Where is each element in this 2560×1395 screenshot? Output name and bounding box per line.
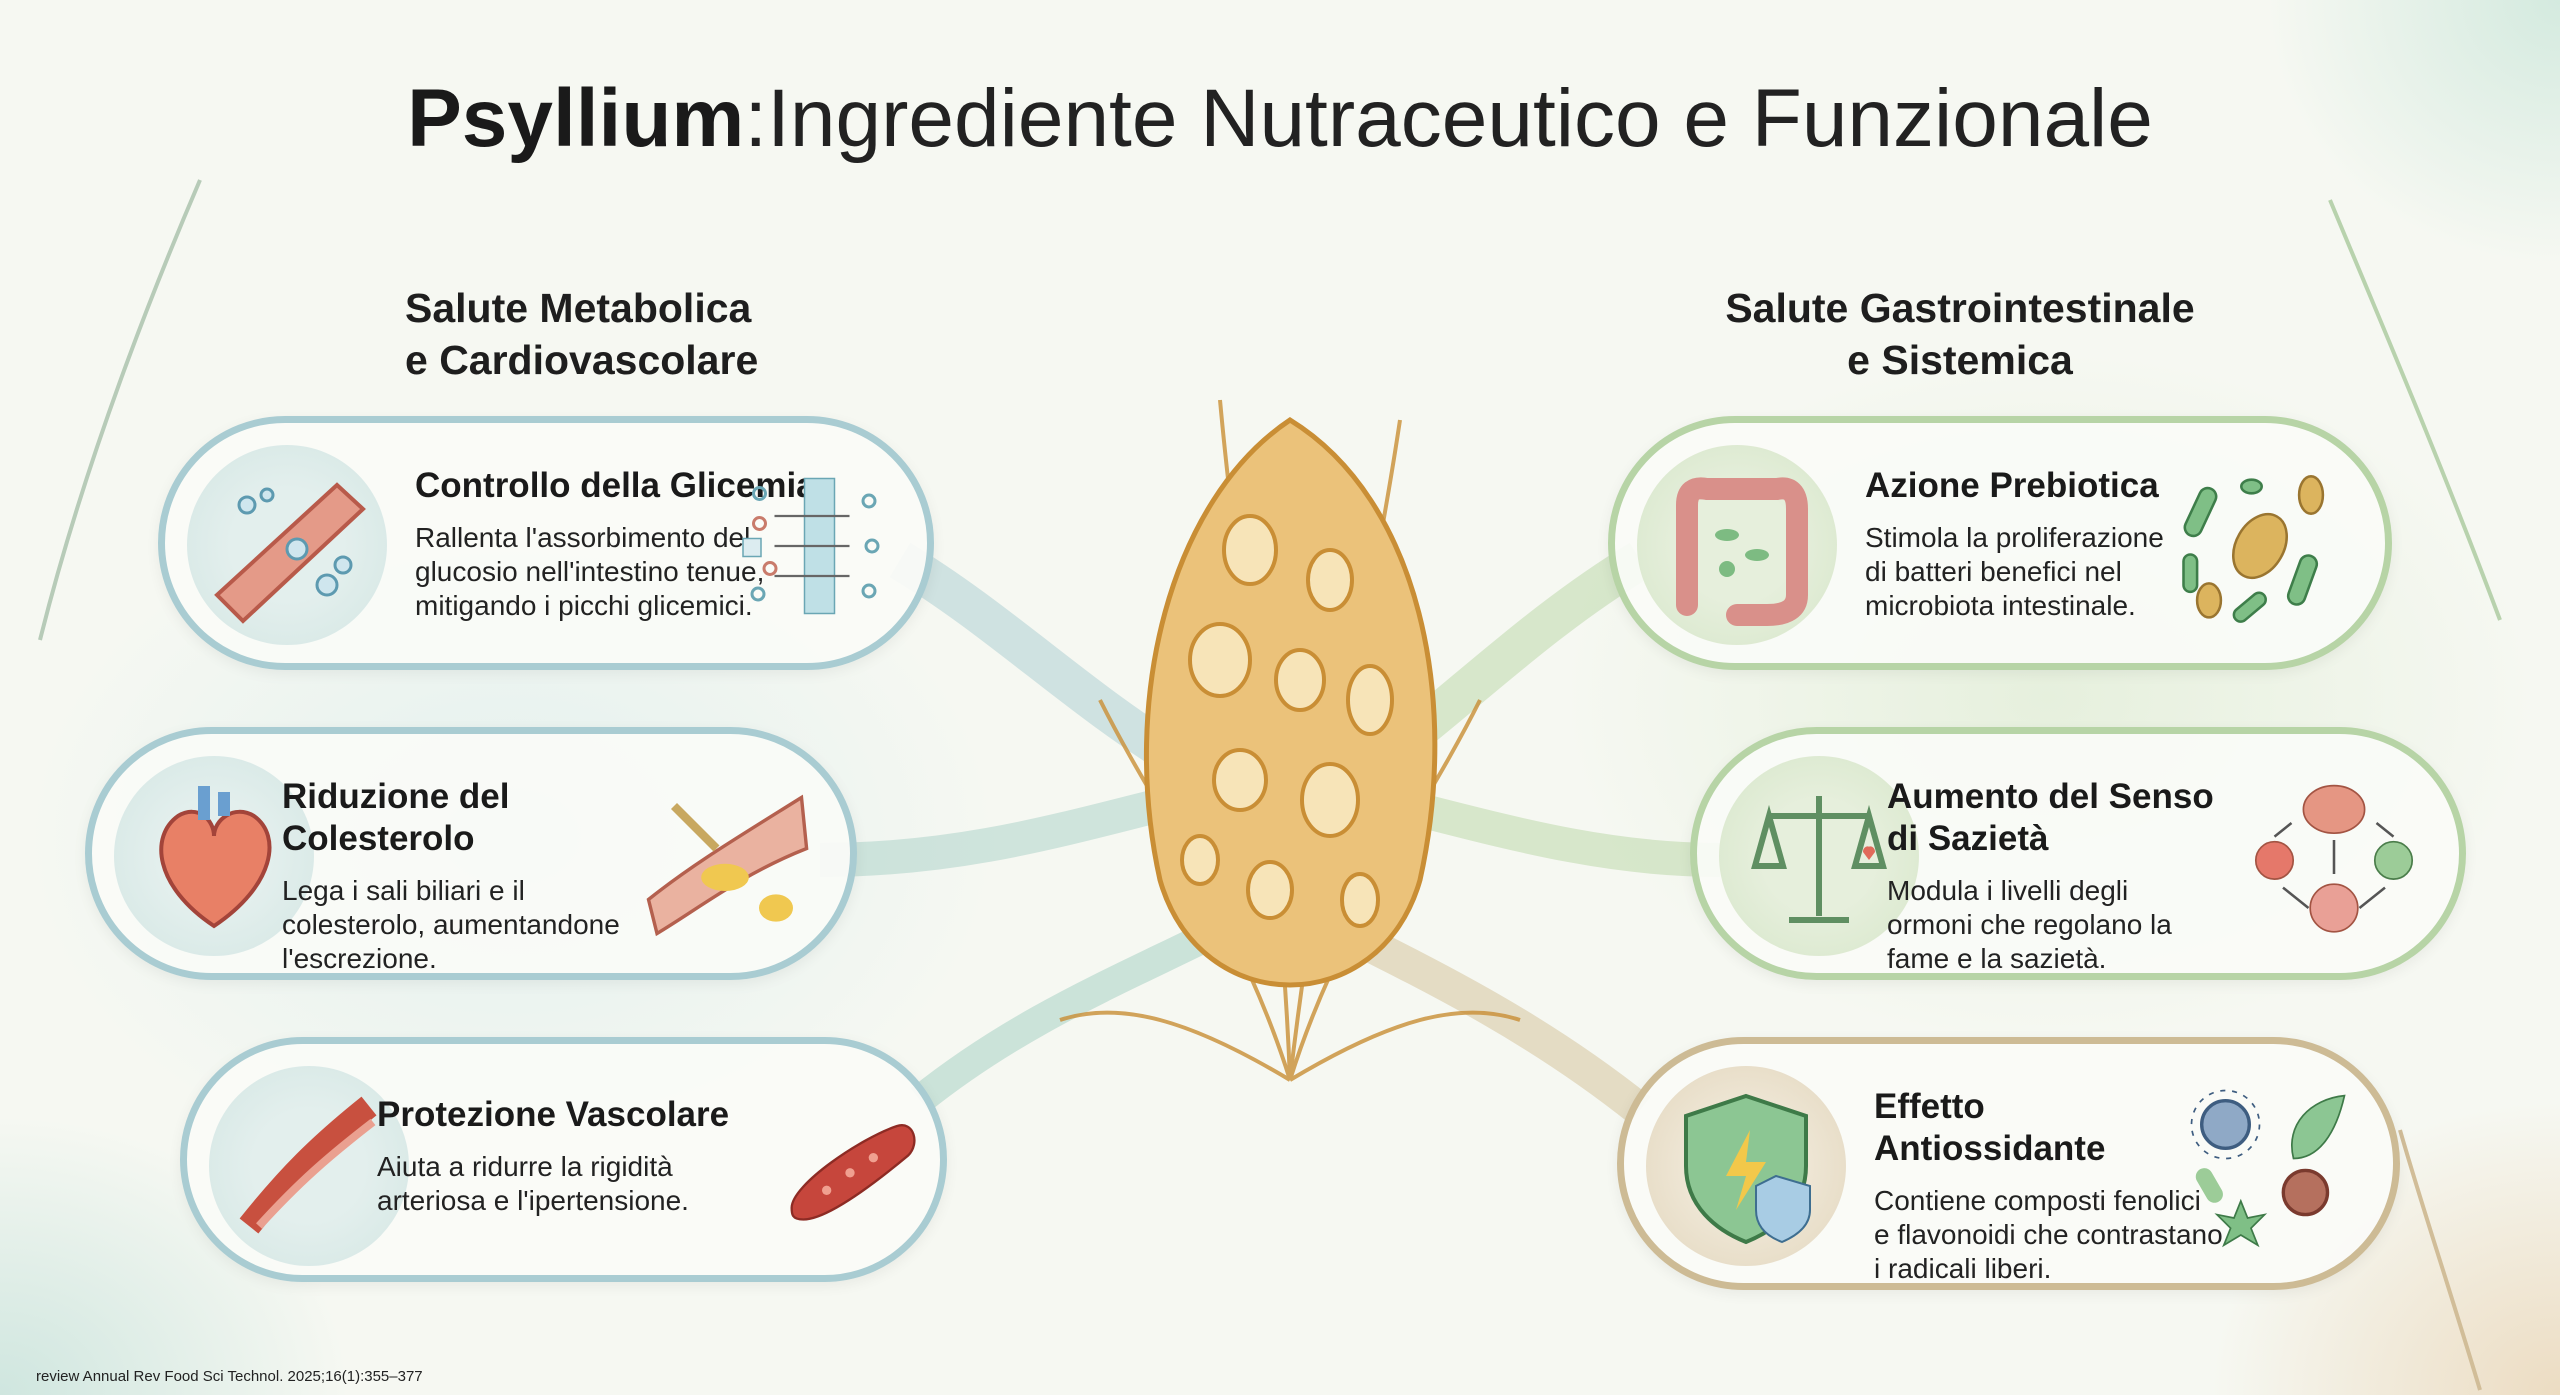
title-rest: :Ingrediente Nutraceutico e Funzionale [744, 73, 2153, 164]
card-protezione-vascolare: Protezione Vascolare Aiuta a ridurre la … [180, 1037, 947, 1282]
card-title: Controllo della Glicemia [415, 466, 816, 505]
card-body-line: i radicali liberi. [1874, 1253, 2052, 1284]
heart-icon [114, 756, 314, 956]
left-heading-line1: Salute Metabolica [405, 285, 752, 331]
card-body-line: Aiuta a ridurre la rigidità [377, 1151, 673, 1182]
page-title: Psyllium:Ingrediente Nutraceutico e Funz… [0, 72, 2560, 166]
psyllium-seed-illustration [1059, 399, 1521, 1082]
left-heading-line2: e Cardiovascolare [405, 337, 759, 383]
card-title-line: Effetto [1874, 1087, 1985, 1126]
citation-footer: review Annual Rev Food Sci Technol. 2025… [36, 1368, 423, 1385]
card-body-line: mitigando i picchi glicemici. [415, 590, 753, 621]
left-section-heading: Salute Metabolica e Cardiovascolare [405, 282, 758, 386]
card-title-line: Aumento del Senso [1887, 777, 2214, 816]
card-body-line: fame e la sazietà. [1887, 943, 2107, 974]
card-body-line: di batteri benefici nel [1865, 556, 2122, 587]
card-body-line: microbiota intestinale. [1865, 590, 2136, 621]
card-title-line: Riduzione del [282, 777, 510, 816]
right-heading-line2: e Sistemica [1847, 337, 2073, 383]
shield-icon [1646, 1066, 1846, 1266]
card-controllo-glicemia: Controllo della Glicemia Rallenta l'asso… [158, 416, 934, 670]
card-body-line: arteriosa e l'ipertensione. [377, 1185, 689, 1216]
glucose-absorption-icon [737, 461, 887, 631]
artery-icon [209, 1066, 409, 1266]
card-body-line: Rallenta l'assorbimento del [415, 522, 751, 553]
bacteria-icon [2175, 461, 2345, 631]
antioxidant-molecules-icon [2183, 1082, 2353, 1252]
card-title-line: Colesterolo [282, 819, 475, 858]
card-azione-prebiotica: Azione Prebiotica Stimola la proliferazi… [1608, 416, 2392, 670]
card-body-line: Contiene composti fenolici [1874, 1185, 2201, 1216]
intestine-icon [1637, 445, 1837, 645]
blood-vessel-section-icon [780, 1082, 920, 1252]
artery-plaque-icon [640, 772, 810, 942]
title-bold: Psyllium [407, 73, 745, 164]
brain-cycle-icon [2249, 772, 2419, 942]
right-section-heading: Salute Gastrointestinale e Sistemica [1660, 282, 2260, 386]
card-body-line: colesterolo, aumentandone [282, 909, 620, 940]
card-body-line: ormoni che regolano la [1887, 909, 2172, 940]
card-body-line: e flavonoidi che contrastano [1874, 1219, 2223, 1250]
card-body-line: glucosio nell'intestino tenue, [415, 556, 765, 587]
balance-scale-icon [1719, 756, 1919, 956]
blood-vessel-icon [187, 445, 387, 645]
card-body-line: l'escrezione. [282, 943, 437, 974]
card-body-line: Modula i livelli degli [1887, 875, 2129, 906]
card-title-line: Antiossidante [1874, 1129, 2106, 1168]
card-title: Protezione Vascolare [377, 1095, 730, 1134]
card-body-line: Lega i sali biliari e il [282, 875, 525, 906]
card-title-line: di Sazietà [1887, 819, 2049, 858]
right-heading-line1: Salute Gastrointestinale [1725, 285, 2195, 331]
card-title: Azione Prebiotica [1865, 466, 2159, 505]
card-body-line: Stimola la proliferazione [1865, 522, 2164, 553]
